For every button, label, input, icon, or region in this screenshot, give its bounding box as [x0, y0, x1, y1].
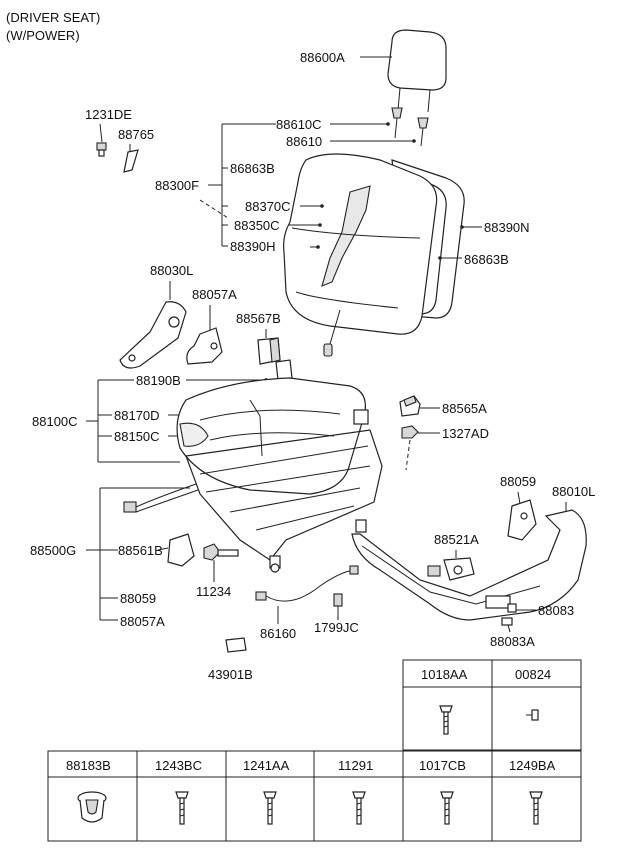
cover-88561B	[167, 533, 195, 567]
cover-88765	[123, 149, 139, 173]
knob-88083	[507, 603, 517, 613]
bolt-1231DE	[96, 142, 107, 157]
label-88190B: 88190B	[136, 373, 181, 388]
label-88083: 88083	[538, 603, 574, 618]
harness-86160	[255, 565, 359, 602]
screw-11291-icon	[352, 791, 366, 825]
headrest-guide-right	[417, 117, 429, 147]
header-title: (DRIVER SEAT)	[6, 10, 100, 25]
label-86863B-top: 86863B	[230, 161, 275, 176]
headrest-guide-left	[391, 107, 403, 139]
label-88057A-top: 88057A	[192, 287, 237, 302]
bracket-88059-right	[507, 499, 537, 541]
adjuster-motor-harness	[123, 483, 199, 513]
label-88390H: 88390H	[230, 239, 276, 254]
label-88010L: 88010L	[552, 484, 595, 499]
switch-88521A	[427, 557, 475, 581]
fastener-bottom-3: 11291	[338, 758, 373, 773]
label-88567B: 88567B	[236, 311, 281, 326]
header-subtitle: (W/POWER)	[6, 28, 80, 43]
screw-1018AA-icon	[439, 705, 453, 735]
fastener-bottom-2: 1241AA	[243, 758, 290, 773]
fastener-bottom-0: 88183B	[66, 758, 111, 773]
clip-00824-icon	[526, 709, 539, 721]
label-88765: 88765	[118, 127, 154, 142]
screw-1243BC-icon	[175, 791, 189, 825]
side-shield-88030L	[119, 301, 187, 369]
fastener-top-0: 1018AA	[421, 667, 468, 682]
label-88150C: 88150C	[114, 429, 160, 444]
label-88300F: 88300F	[155, 178, 199, 193]
fastener-table-top: 1018AA 00824	[402, 659, 582, 751]
label-88500G: 88500G	[30, 543, 76, 558]
label-88561B: 88561B	[118, 543, 163, 558]
fastener-bottom-4: 1017CB	[419, 758, 466, 773]
seat-back-cushion	[283, 153, 438, 335]
label-86160: 86160	[260, 626, 296, 641]
fastener-bottom-1: 1243BC	[155, 758, 202, 773]
label-88600A: 88600A	[300, 50, 345, 65]
label-88030L: 88030L	[150, 263, 193, 278]
label-88170D: 88170D	[114, 408, 160, 423]
label-88610: 88610	[286, 134, 322, 149]
label-plate-43901B	[225, 637, 247, 653]
recliner-cable	[323, 309, 341, 357]
label-86863B-right: 86863B	[464, 252, 509, 267]
label-1327AD: 1327AD	[442, 426, 489, 441]
headrest	[387, 29, 447, 113]
cover-88567B	[257, 337, 281, 365]
grommet-88183B-icon	[77, 791, 107, 823]
nut-1327AD	[401, 425, 419, 439]
clip-1799JC	[333, 593, 343, 607]
screw-1241AA-icon	[263, 791, 277, 825]
label-43901B: 43901B	[208, 667, 253, 682]
label-88521A: 88521A	[434, 532, 479, 547]
label-88350C: 88350C	[234, 218, 280, 233]
label-88370C: 88370C	[245, 199, 291, 214]
knob-88083A	[501, 617, 513, 626]
label-88390N: 88390N	[484, 220, 530, 235]
label-11234: 11234	[196, 584, 231, 599]
screw-1249BA-icon	[529, 791, 543, 825]
seat-frame	[185, 409, 383, 573]
cover-88565A	[399, 395, 421, 417]
label-1799JC: 1799JC	[314, 620, 359, 635]
label-1231DE: 1231DE	[85, 107, 132, 122]
label-88059-right: 88059	[500, 474, 536, 489]
label-88100C: 88100C	[32, 414, 78, 429]
seat-cushion	[176, 377, 366, 495]
label-88057A-left: 88057A	[120, 614, 165, 629]
small-bracket	[275, 359, 293, 381]
fastener-bottom-5: 1249BA	[509, 758, 556, 773]
label-88059-left: 88059	[120, 591, 156, 606]
side-cover-88010L	[351, 509, 587, 621]
fastener-table-bottom: 88183B 1243BC 1241AA 11291 1017CB 1249BA	[47, 750, 582, 842]
fastener-top-1: 00824	[515, 667, 551, 682]
screw-1017CB-icon	[440, 791, 454, 825]
label-88565A: 88565A	[442, 401, 487, 416]
bolt-11234	[203, 543, 239, 561]
bracket-88057A	[186, 327, 223, 365]
label-88610C: 88610C	[276, 117, 322, 132]
label-88083A: 88083A	[490, 634, 535, 649]
